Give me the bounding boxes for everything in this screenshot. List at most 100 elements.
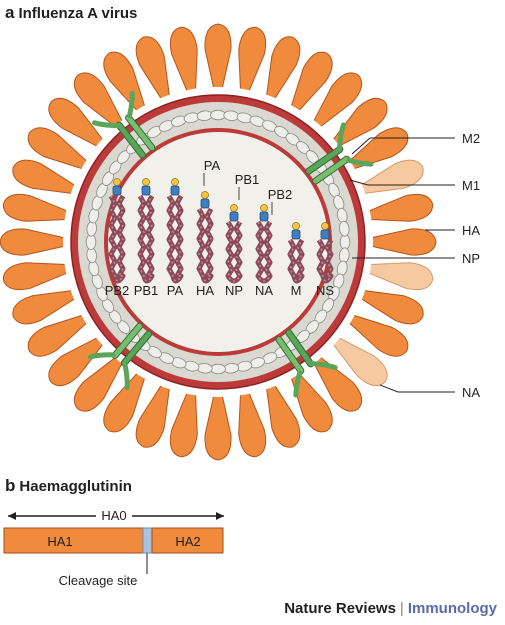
rnp-segment (287, 222, 305, 284)
m2-channel (275, 329, 338, 398)
ha-spike (73, 352, 126, 412)
credit-separator: | (399, 600, 404, 617)
m2-channel (305, 122, 374, 185)
ha-spike (265, 36, 301, 105)
rnp-segment (225, 204, 243, 284)
ha-spike (238, 386, 267, 458)
envelope-glycoproteins (0, 23, 437, 461)
m2-channel (91, 90, 156, 159)
ha-spike (362, 193, 434, 222)
ha1-label: HA1 (47, 534, 72, 549)
na-spike (355, 159, 424, 195)
ha-spike (48, 334, 108, 387)
ha0-arrow-right (216, 512, 224, 520)
segment-label-na: NA (255, 283, 273, 298)
m2-channel (87, 322, 153, 391)
m1-bead (339, 220, 350, 237)
panel-a-letter: a (5, 3, 15, 22)
rnp-segment (196, 191, 214, 284)
callout-label-ha: HA (462, 223, 480, 238)
ha-spike (344, 312, 409, 357)
rnp-segment (137, 178, 155, 284)
callout-label-m2: M2 (462, 131, 480, 146)
ha-spike (365, 228, 437, 256)
callout-label-np: NP (462, 251, 480, 266)
panel-a-title: Influenza A virus (18, 5, 138, 22)
ha2-domain (151, 527, 224, 554)
na-spike (362, 262, 434, 291)
ha-spike (12, 289, 81, 325)
ha-spike (2, 193, 74, 222)
callout-line (351, 137, 455, 155)
ha-spike (103, 368, 148, 433)
ha-spike (265, 379, 301, 448)
rnp-segment (316, 222, 334, 284)
ha-spike (355, 289, 424, 325)
virion-interior (108, 132, 328, 352)
callout-line (379, 384, 455, 393)
cleavage-site-mark (142, 527, 153, 554)
segment-labels: PB2 PB1 PA HA NP NA M NS (105, 283, 335, 298)
callout-line (349, 179, 455, 186)
ha0-label-bg (96, 506, 132, 524)
panel-b-title: Haemagglutinin (19, 478, 132, 495)
ha2-label: HA2 (175, 534, 200, 549)
ha-spike (328, 97, 388, 150)
polymerase-label-pb2: PB2 (268, 187, 293, 202)
haemagglutinin-diagram: HA0 HA1 HA2 Cleavage site (3, 506, 224, 588)
segment-label-ha: HA (196, 283, 214, 298)
ha-spike (2, 262, 74, 291)
m1-bead (210, 109, 226, 121)
m1-bead (210, 363, 226, 375)
journal-field: Immunology (407, 600, 497, 617)
ha0-label: HA0 (101, 508, 126, 523)
cleavage-site-label: Cleavage site (59, 573, 138, 588)
segment-label-np: NP (225, 283, 243, 298)
ha-spike (204, 23, 232, 95)
segment-label-pb2: PB2 (105, 283, 130, 298)
ha-spike (12, 159, 81, 195)
ha-spike (135, 379, 171, 448)
polymerase-label-pa: PA (204, 158, 221, 173)
ha1-domain (3, 527, 144, 554)
rnp-segments (108, 178, 334, 284)
ha-spike (73, 72, 126, 132)
ha-spike (27, 127, 92, 172)
rnp-segment (255, 204, 273, 284)
segment-label-pa: PA (167, 283, 184, 298)
ha-spike (288, 51, 333, 116)
ha0-arrow-left (8, 512, 16, 520)
ha-spike (0, 228, 71, 256)
ha-spike (238, 26, 267, 98)
m1-bead (85, 234, 97, 250)
ha-spike (135, 36, 171, 105)
ha-spike (204, 389, 232, 461)
journal-credit: Nature Reviews|Immunology (284, 600, 497, 617)
na-spike (328, 334, 388, 387)
ha-spike (169, 386, 198, 458)
segment-label-ns: NS (316, 283, 334, 298)
callout-label-m1: M1 (462, 178, 480, 193)
ha-spike (48, 97, 108, 150)
callout-label-na: NA (462, 385, 480, 400)
rnp-segment (108, 178, 126, 284)
ha-spike (27, 312, 92, 357)
polymerase-label-pb1: PB1 (235, 172, 260, 187)
callout-lines (349, 137, 455, 393)
panel-b-letter: b (5, 476, 16, 495)
segment-label-m: M (291, 283, 302, 298)
journal-name: Nature Reviews (284, 600, 396, 617)
m1-bead (339, 234, 351, 250)
ha-spike (310, 352, 363, 412)
ha-spike (103, 51, 148, 116)
ha-spike (310, 72, 363, 132)
ha-spike (288, 368, 333, 433)
segment-label-pb1: PB1 (134, 283, 159, 298)
m2-ion-channels (87, 90, 374, 398)
ha-spike (169, 26, 198, 98)
